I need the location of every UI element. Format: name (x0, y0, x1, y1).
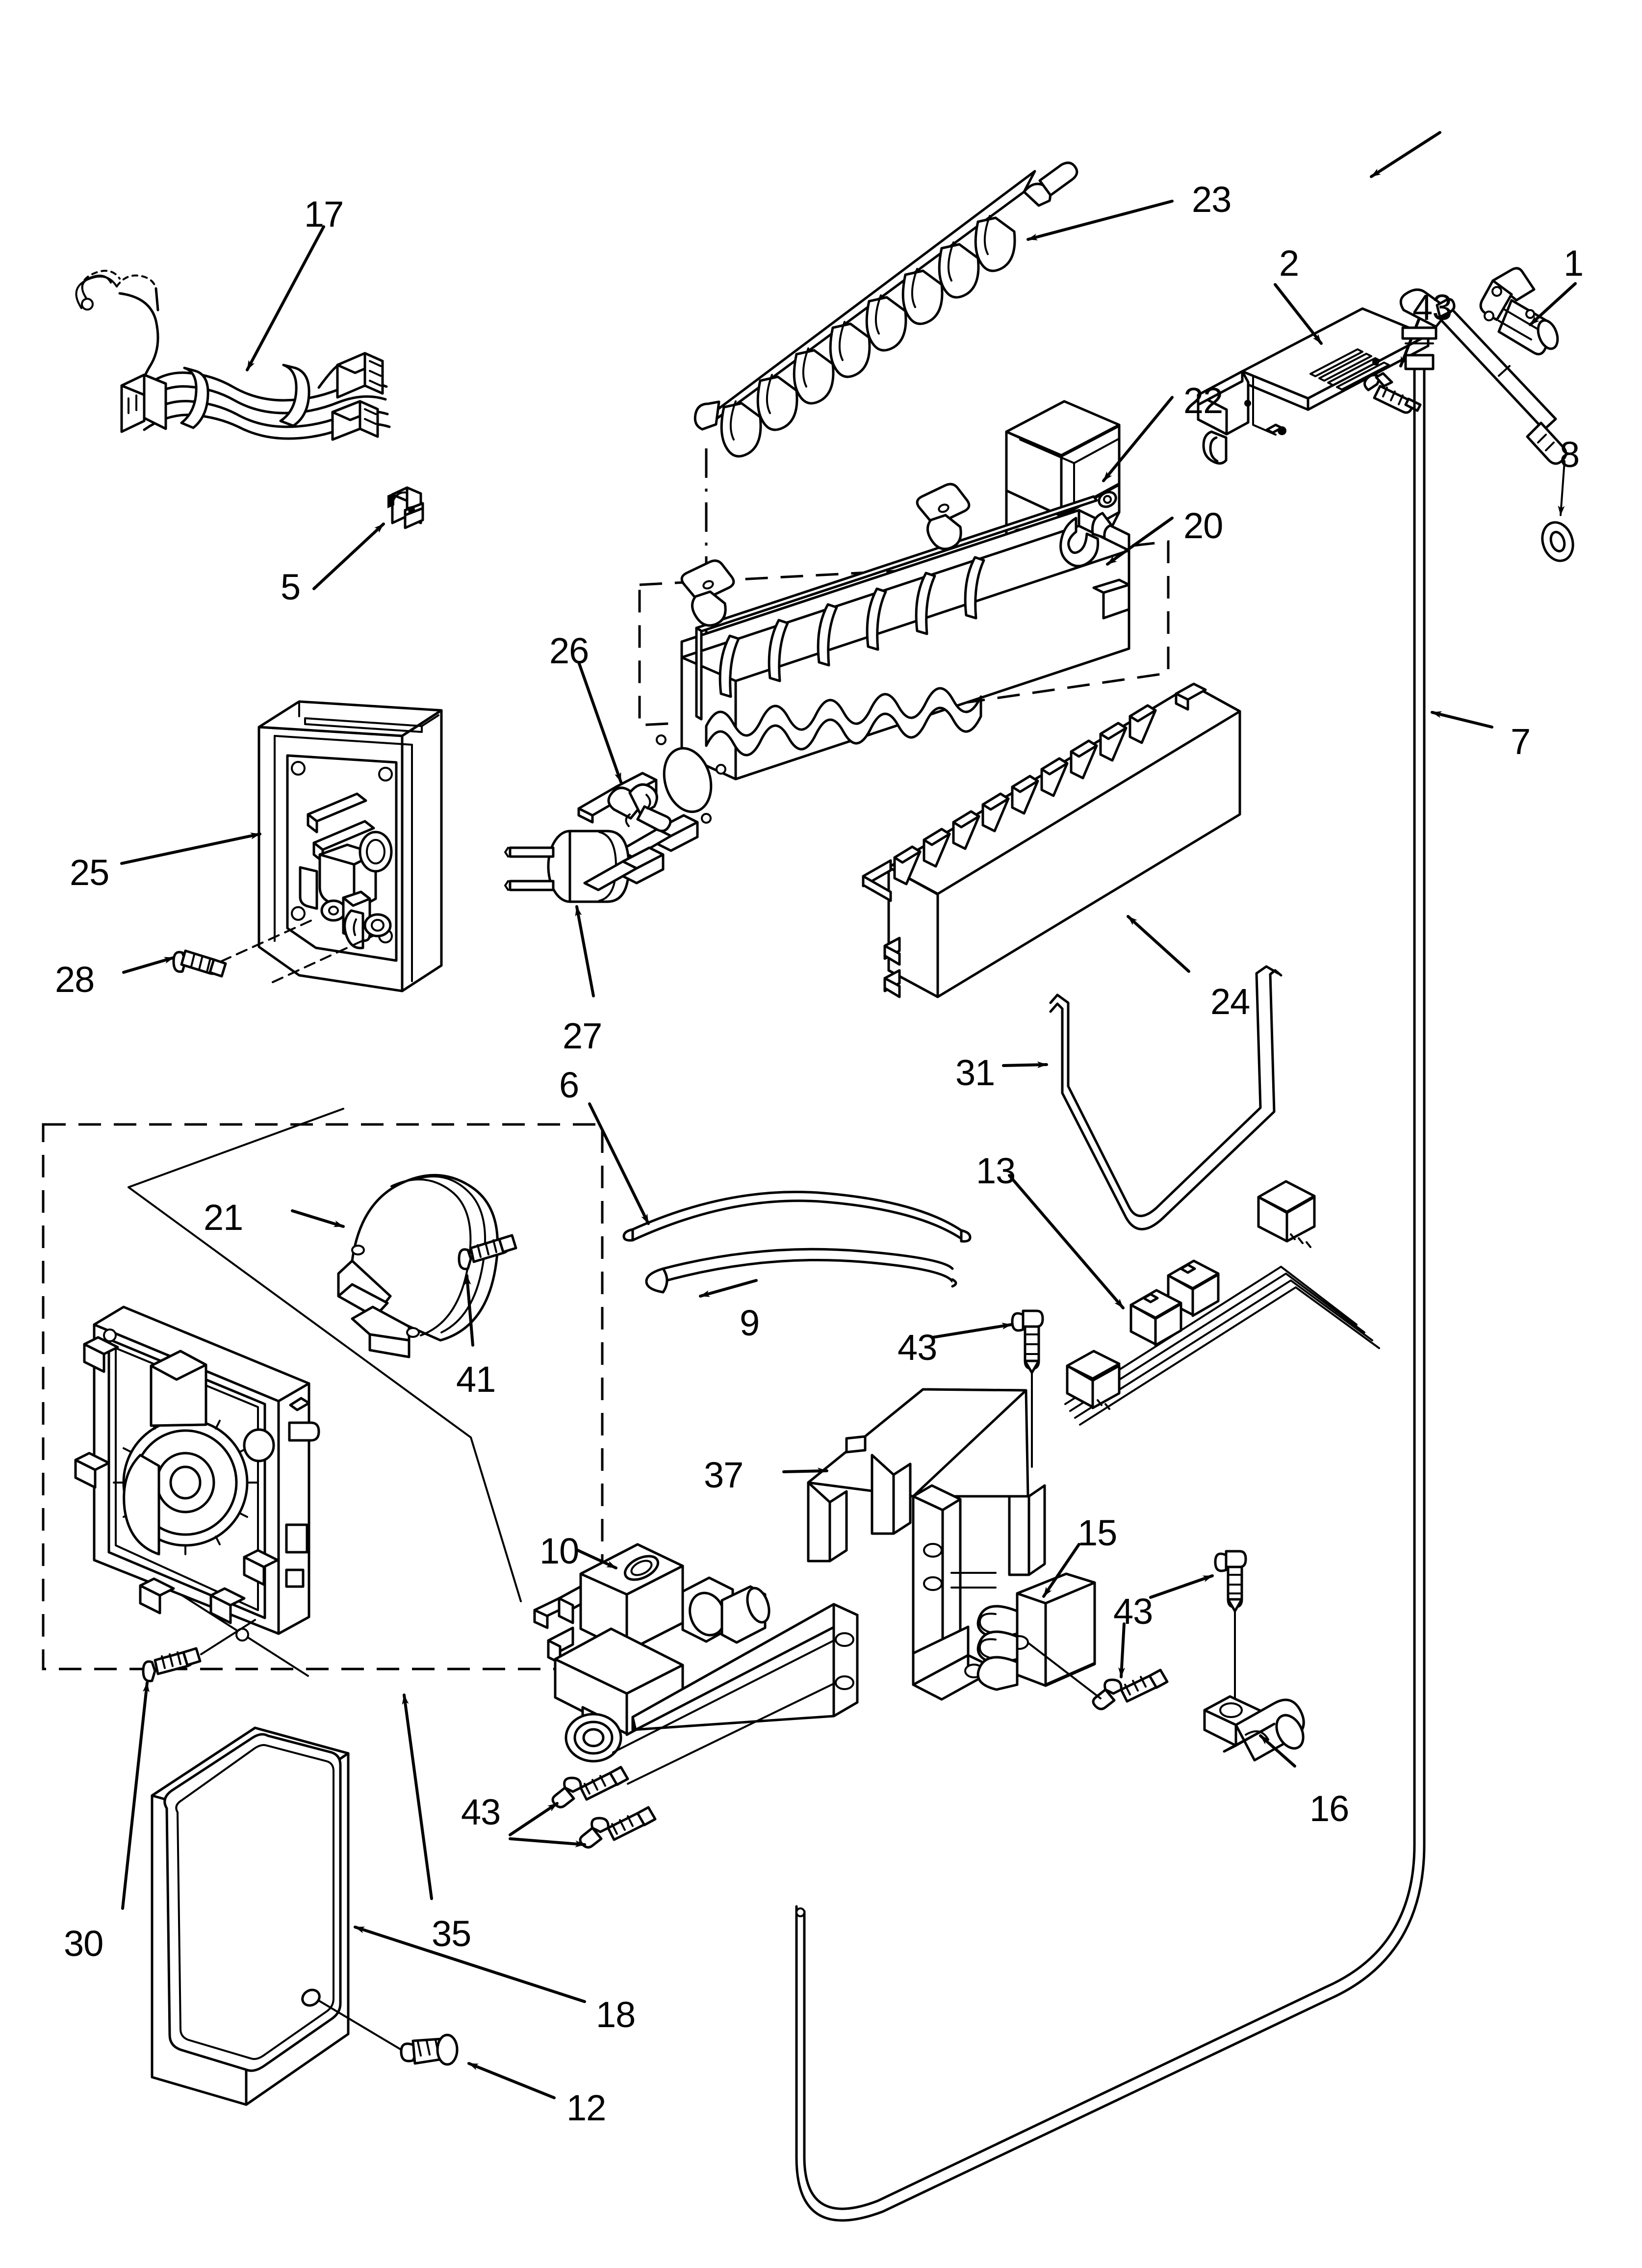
leader-13 (1008, 1174, 1125, 1309)
leader-17 (246, 225, 325, 371)
leader-20 (1106, 517, 1174, 566)
leader-43-clamp (1149, 1574, 1214, 1599)
leader-1 (1529, 282, 1577, 326)
part-28-screw (172, 949, 227, 978)
part-43-valve-screws (551, 1766, 657, 1849)
leader-43-valve-a (509, 1802, 559, 1836)
part-41-screw (458, 1234, 517, 1271)
leader-43-clip (1118, 1622, 1126, 1678)
leader-9 (699, 1279, 758, 1298)
part-24-ice-stripper (862, 682, 1241, 998)
part-13-wire-harness (1064, 1180, 1380, 1426)
leader-27 (575, 905, 595, 997)
part-2-ice-level-shelf (1197, 307, 1430, 465)
part-43-clip-screw (1028, 1642, 1169, 1710)
part-21-icemaker-motor (337, 1173, 499, 1358)
part-10-water-inlet-valve (533, 1543, 859, 1785)
part-18-access-cover (151, 1726, 350, 2106)
leader-31 (1002, 1061, 1048, 1069)
leader-16 (1259, 1734, 1296, 1768)
part-7-water-supply-tube (795, 288, 1567, 2222)
leader-5 (312, 522, 385, 590)
leader-35 (402, 1694, 433, 1900)
leader-22 (1102, 396, 1174, 482)
leader-15 (1042, 1543, 1080, 1598)
leader-43-valve-b (509, 1837, 586, 1848)
leader-28 (122, 956, 175, 974)
leader-6 (588, 1102, 650, 1225)
leader-8 (1558, 460, 1565, 516)
part-17-wiring-harness (75, 270, 391, 441)
part-12-plug-button (318, 2000, 459, 2066)
part-43-clamp-screw (1214, 1550, 1247, 1703)
part-25-control-module-housing (257, 700, 443, 992)
leader-41 (464, 1274, 474, 1347)
part-16-tube-clamp (1203, 1695, 1305, 1762)
leader-37 (782, 1467, 828, 1475)
part-37-valve-mounting-bracket (807, 1388, 1046, 1701)
part-26-retaining-clip (607, 783, 672, 833)
part-20-ice-mold (577, 483, 1130, 866)
leader-18 (354, 1926, 586, 2003)
part-31-shutoff-arm (1049, 965, 1283, 1230)
leader-12 (467, 2062, 556, 2099)
part-6-water-fill-tube (622, 1191, 972, 1243)
leader-43-bracket (931, 1323, 1013, 1339)
mold-pins (583, 846, 665, 891)
leader-26 (577, 661, 622, 783)
leader-25 (120, 833, 261, 865)
leader-7 (1431, 711, 1493, 729)
leader-24 (1127, 915, 1190, 973)
part-5-mounting-clip (387, 486, 424, 529)
part-8-seal-washer (1541, 521, 1574, 562)
leader-10 (576, 1549, 617, 1569)
leader-2 (1274, 283, 1323, 345)
part-43-upper-screw (1363, 372, 1422, 414)
leader-2b (1370, 131, 1441, 178)
part-30-screw (142, 1647, 202, 1683)
part-15-spring-clip (976, 1572, 1096, 1691)
part-23-ejector-blade (693, 161, 1078, 458)
leader-23 (1026, 200, 1174, 241)
part-1-fill-tube-bracket (1479, 267, 1559, 356)
gearcase-plate (74, 1305, 320, 1642)
leader-30 (121, 1681, 150, 1910)
leader-21 (291, 1209, 345, 1228)
part-9-drain-tube (645, 1248, 957, 1294)
part-43-bracket-screw (1011, 1309, 1044, 1468)
